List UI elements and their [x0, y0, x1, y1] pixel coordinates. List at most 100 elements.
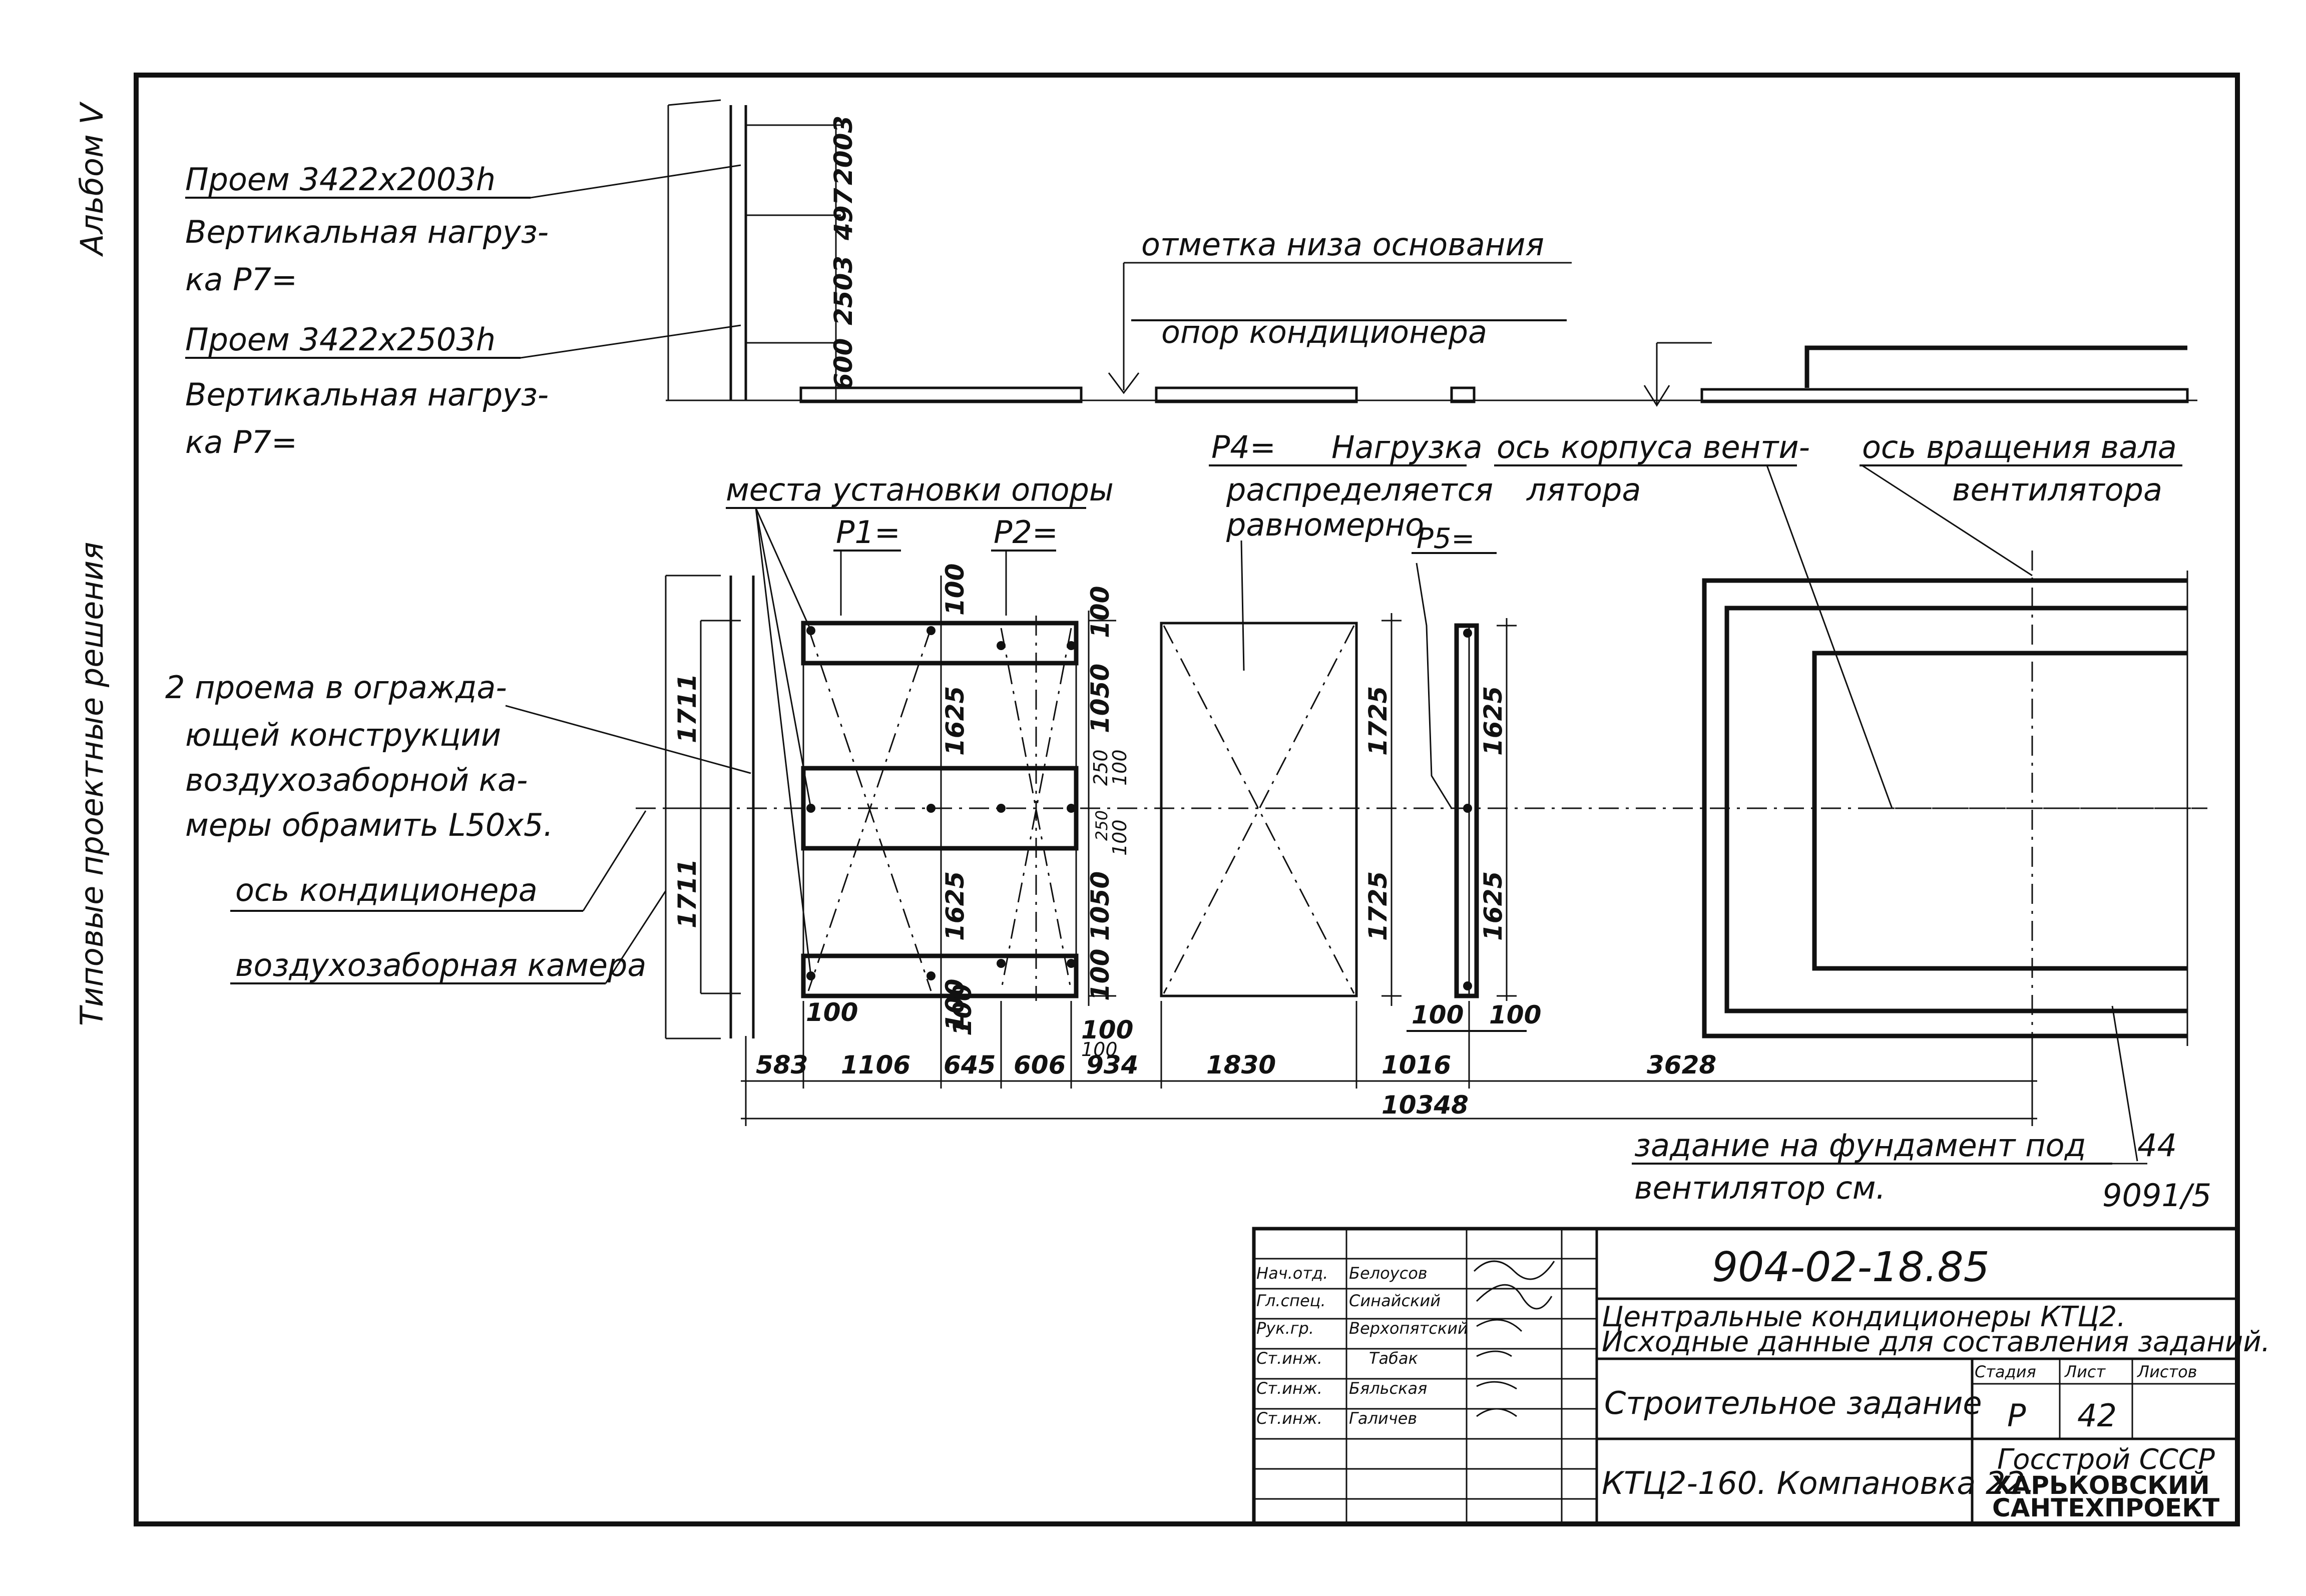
dim-v-100f: 100 [1109, 819, 1131, 856]
support-frame-section: 100 1625 1625 100 100 1050 250 100 250 1… [726, 471, 1133, 1044]
shaft-axis-line2: вентилятора [1952, 471, 2162, 508]
stage-value: Р [2007, 1397, 2026, 1434]
sheet-title: Строительное задание [1604, 1385, 1982, 1421]
frame-note-line1: 2 проема в огражда- [165, 669, 507, 706]
dim-v-1625c: 1625 [1479, 686, 1508, 756]
conditioner-axis-label: ось кондиционера [235, 872, 538, 908]
sig-name-1: Белоусов [1349, 1264, 1428, 1283]
foundation-ref-bottom: 9091/5 [2102, 1177, 2211, 1214]
subject-line1: Центральные кондиционеры КТЦ2. [1602, 1301, 2126, 1333]
support-places-label: места установки опоры [726, 471, 1114, 508]
horizontal-dimension-chain: 100 100 100 583 1106 645 606 934 1830 10… [741, 984, 2037, 1126]
dim-h-583: 583 [756, 1050, 808, 1080]
fan-axis-line1: ось корпуса венти- [1497, 429, 1810, 465]
dim-v-1050b: 1050 [1086, 871, 1115, 941]
sig-role-6: Ст.инж. [1256, 1409, 1322, 1428]
dim-v-100d: 100 [1081, 1015, 1133, 1044]
col-sheet: Лист [2064, 1362, 2106, 1381]
dim-v-1625b: 1625 [941, 871, 970, 941]
col-stage: Стадия [1975, 1362, 2036, 1381]
col-sheets: Листов [2137, 1362, 2197, 1381]
dim-v-1625a: 1625 [941, 686, 970, 756]
base-mark-line1: отметка низа основания [1141, 226, 1544, 263]
fan-housing-plan [1702, 551, 2207, 1101]
foundation-note-line2: вентилятор см. [1634, 1170, 1886, 1206]
dim-elev-2503: 2503 [829, 256, 858, 325]
opening-callouts: Проем 3422x2003h Вертикальная нагруз- ка… [185, 161, 741, 460]
dim-v-100g: 100 [1086, 949, 1115, 1001]
load-desc-line1: распределяется [1226, 471, 1493, 508]
elevation-view: 2003 497 2503 600 [666, 99, 2197, 407]
dim-h-100b: 100 [948, 984, 977, 1036]
dim-v-1625d: 1625 [1479, 871, 1508, 941]
dim-elev-600: 600 [829, 338, 858, 390]
doc-code: 904-02-18.85 [1712, 1244, 1990, 1291]
intake-chamber-label: воздухозаборная камера [235, 947, 646, 983]
org-line2: ХАРЬКОВСКИЙ [1992, 1470, 2210, 1500]
dim-h-100a: 100 [806, 998, 858, 1027]
dim-v-100c: 100 [1086, 586, 1115, 638]
dim-v-1725b: 1725 [1363, 871, 1393, 941]
dim-elev-497: 497 [829, 188, 858, 241]
central-unit-section: 1725 1725 P4= Нагрузка распределяется ра… [1160, 429, 1493, 1006]
org-line3: САНТЕХПРОЕКТ [1992, 1493, 2219, 1522]
title-block [1252, 1227, 2239, 1526]
frame-note-line3: воздухозаборной ка- [185, 762, 528, 798]
p2-label: P2= [994, 514, 1058, 551]
sig-role-5: Ст.инж. [1256, 1379, 1322, 1398]
org-line1: Госстрой СССР [1997, 1443, 2215, 1476]
opening-1-load-line1: Вертикальная нагруз- [185, 214, 549, 250]
frame-note-line2: ющей конструкции [185, 717, 501, 753]
subject-line2: Исходные данные для составления заданий. [1602, 1326, 2270, 1358]
series-label: Типовые проектные решения [74, 542, 110, 1026]
sheet-frame [134, 73, 2240, 1526]
dim-v-250b: 250 [1092, 810, 1111, 841]
p4-label: P4= [1211, 429, 1276, 465]
dim-v-1711b: 1711 [673, 859, 702, 928]
sig-name-6: Галичев [1349, 1409, 1417, 1428]
narrow-section: 1625 1625 P5= 100 100 [1407, 522, 1541, 1032]
dim-h-100e: 100 [1081, 1038, 1118, 1060]
dim-v-250a: 250 [1090, 749, 1112, 786]
dim-v-1050a: 1050 [1086, 664, 1115, 733]
sig-name-5: Бяльская [1349, 1379, 1427, 1398]
foundation-ref-top: 44 [2137, 1127, 2177, 1164]
p1-label: P1= [836, 514, 900, 551]
sig-role-2: Гл.спец. [1256, 1291, 1326, 1310]
sig-name-4: Табак [1369, 1349, 1419, 1368]
sig-role-1: Нач.отд. [1256, 1264, 1328, 1283]
opening-1-load-line2: ка P7= [185, 261, 297, 298]
dim-h-645: 645 [944, 1050, 996, 1080]
opening-2-title: Проем 3422x2503h [185, 321, 496, 358]
sig-role-4: Ст.инж. [1256, 1349, 1322, 1368]
sig-role-3: Рук.гр. [1256, 1319, 1314, 1338]
dim-h-606: 606 [1014, 1050, 1066, 1080]
p5-label: P5= [1417, 522, 1475, 555]
dim-elev-2003: 2003 [829, 116, 858, 185]
dim-v-100a: 100 [941, 564, 970, 616]
album-label: Альбом V [74, 101, 110, 257]
dim-h-934: 934 [1086, 1050, 1138, 1080]
drawing-name: КТЦ2-160. Компановка 22. [1602, 1465, 2035, 1501]
opening-2-load-line2: ка P7= [185, 424, 297, 460]
opening-1-title: Проем 3422x2003h [185, 161, 496, 198]
dim-h-1016: 1016 [1381, 1050, 1451, 1080]
foundation-note-line1: задание на фундамент под [1634, 1127, 2086, 1164]
dim-h-1830: 1830 [1206, 1050, 1276, 1080]
sig-name-3: Верхопятский [1349, 1319, 1468, 1338]
dim-v-100e: 100 [1109, 749, 1131, 786]
intake-chamber-plan: 1711 1711 [665, 575, 755, 1039]
sheet-value: 42 [2077, 1397, 2117, 1434]
dim-h-1106: 1106 [841, 1050, 910, 1080]
base-mark-line2: опор кондиционера [1161, 314, 1487, 350]
shaft-axis-line1: ось вращения вала [1862, 429, 2177, 465]
dim-h-10348: 10348 [1381, 1091, 1469, 1120]
dim-h-100c: 100 [1412, 1000, 1464, 1029]
load-desc-line2: равномерно [1226, 506, 1424, 543]
dim-v-100b: 100 [941, 979, 970, 1031]
fan-axis-line2: лятора [1526, 471, 1641, 508]
load-word: Нагрузка [1331, 429, 1483, 465]
dim-h-100d: 100 [1489, 1000, 1541, 1029]
dim-v-1711a: 1711 [673, 674, 702, 743]
